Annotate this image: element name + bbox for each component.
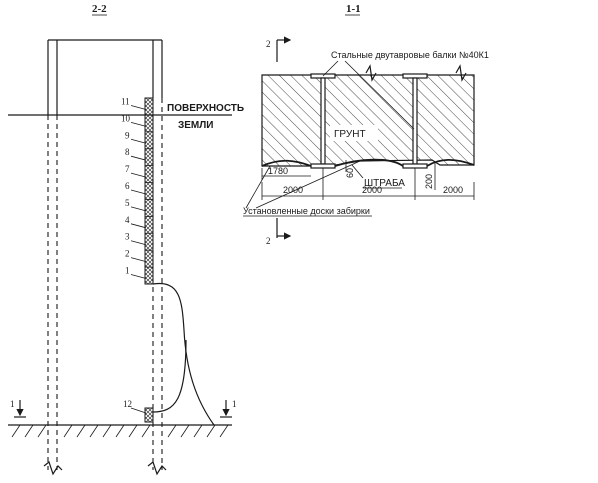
board-number-11: 11 <box>121 96 130 106</box>
svg-text:200: 200 <box>424 174 434 189</box>
board-leader-7 <box>130 172 147 178</box>
ground-tick <box>24 424 34 438</box>
strip-leader <box>351 164 364 179</box>
beams-label: Стальные двутавровые балки №40К1 <box>331 50 489 60</box>
ground-tick <box>11 424 21 438</box>
ground-tick <box>206 424 216 438</box>
board-number-8: 8 <box>125 147 130 157</box>
board-leader-3 <box>130 240 147 246</box>
beams-leader-1 <box>322 60 339 77</box>
board-number-2: 2 <box>125 249 130 259</box>
left-beam-dashed <box>43 115 63 476</box>
dim-2000-2: 2000 <box>362 185 382 195</box>
board-number-10: 10 <box>121 113 131 123</box>
svg-text:1: 1 <box>10 399 15 409</box>
strip-label: ШТРАБА <box>364 178 405 189</box>
board-leader-9 <box>130 138 147 144</box>
board-number-labels: 1 2 3 4 5 6 7 8 9 10 11 <box>121 96 147 279</box>
board-number-6: 6 <box>125 181 130 191</box>
board-number-9: 9 <box>125 130 130 140</box>
svg-text:60: 60 <box>345 168 355 178</box>
cut-mark-2-bottom: 2 <box>266 218 292 246</box>
ground-hatch-ticks <box>11 424 229 438</box>
cut-mark-1-left: 1 <box>10 399 26 418</box>
board-leader-4 <box>130 223 147 229</box>
board-left <box>261 159 312 167</box>
board-leader-11 <box>130 105 147 110</box>
break-mark-top-2 <box>455 64 467 82</box>
board-leader-10 <box>130 121 147 127</box>
board-dividers <box>145 114 153 268</box>
section-1-1: 1-1 Стальные двутавровые балки №40К1 ГР <box>243 3 489 246</box>
ground-tick <box>141 424 151 438</box>
board-leader-5 <box>130 206 147 212</box>
board-number-5: 5 <box>125 198 130 208</box>
ground-tick <box>63 424 73 438</box>
boards-label: Установленные доски забирки <box>243 206 370 216</box>
board-middle <box>334 158 404 167</box>
beams-leader-2 <box>344 60 415 130</box>
soil-label: ГРУНТ <box>334 129 366 140</box>
board-number-12: 12 <box>123 399 132 409</box>
soil-label-bg <box>330 125 378 141</box>
ground-tick <box>219 424 229 438</box>
dim-2000-1: 2000 <box>283 185 303 195</box>
board-leader-8 <box>130 155 147 161</box>
board-number-3: 3 <box>125 232 130 242</box>
dim-2000-3: 2000 <box>443 185 463 195</box>
dimension-chain-2000: 2000 2000 2000 <box>261 168 475 200</box>
svg-text:1: 1 <box>232 399 237 409</box>
section-1-1-title: 1-1 <box>346 3 361 15</box>
boards-leader-1 <box>245 165 271 209</box>
svg-text:1780: 1780 <box>268 166 288 176</box>
board-leader-2 <box>130 257 147 263</box>
ground-tick <box>115 424 125 438</box>
dimension-1780: 1780 <box>261 166 311 180</box>
cut-mark-1-right: 1 <box>220 399 237 418</box>
cut-mark-2-top: 2 <box>266 36 292 62</box>
excavation-inner-curve <box>152 339 187 413</box>
ground-tick <box>128 424 138 438</box>
ground-tick <box>180 424 190 438</box>
boards-leader-2 <box>255 160 361 209</box>
board-number-7: 7 <box>125 164 130 174</box>
lagging-boards-column <box>144 97 154 285</box>
surface-label-line1: ПОВЕРХНОСТЬ <box>167 103 244 114</box>
svg-text:2: 2 <box>266 39 271 49</box>
break-mark-top <box>365 64 377 82</box>
ground-tick <box>193 424 203 438</box>
surface-label-line2: ЗЕМЛИ <box>178 120 213 131</box>
beam-frame <box>47 39 163 115</box>
ground-tick <box>102 424 112 438</box>
svg-text:2: 2 <box>266 236 271 246</box>
board-number-1: 1 <box>125 266 130 276</box>
excavation-slope <box>152 282 215 426</box>
board-leader-6 <box>130 189 147 195</box>
ground-tick <box>89 424 99 438</box>
dimension-60: 60 <box>345 160 355 178</box>
soil-body <box>261 74 475 167</box>
dimension-200: 200 <box>424 162 436 190</box>
board-right <box>426 158 475 167</box>
section-2-2-title: 2-2 <box>92 3 107 15</box>
ground-tick <box>167 424 177 438</box>
board-number-4: 4 <box>125 215 130 225</box>
ground-tick <box>76 424 86 438</box>
bottom-board-12 <box>144 407 154 423</box>
board-leader-1 <box>130 274 147 279</box>
ground-tick <box>37 424 47 438</box>
board-12-leader <box>130 407 147 414</box>
